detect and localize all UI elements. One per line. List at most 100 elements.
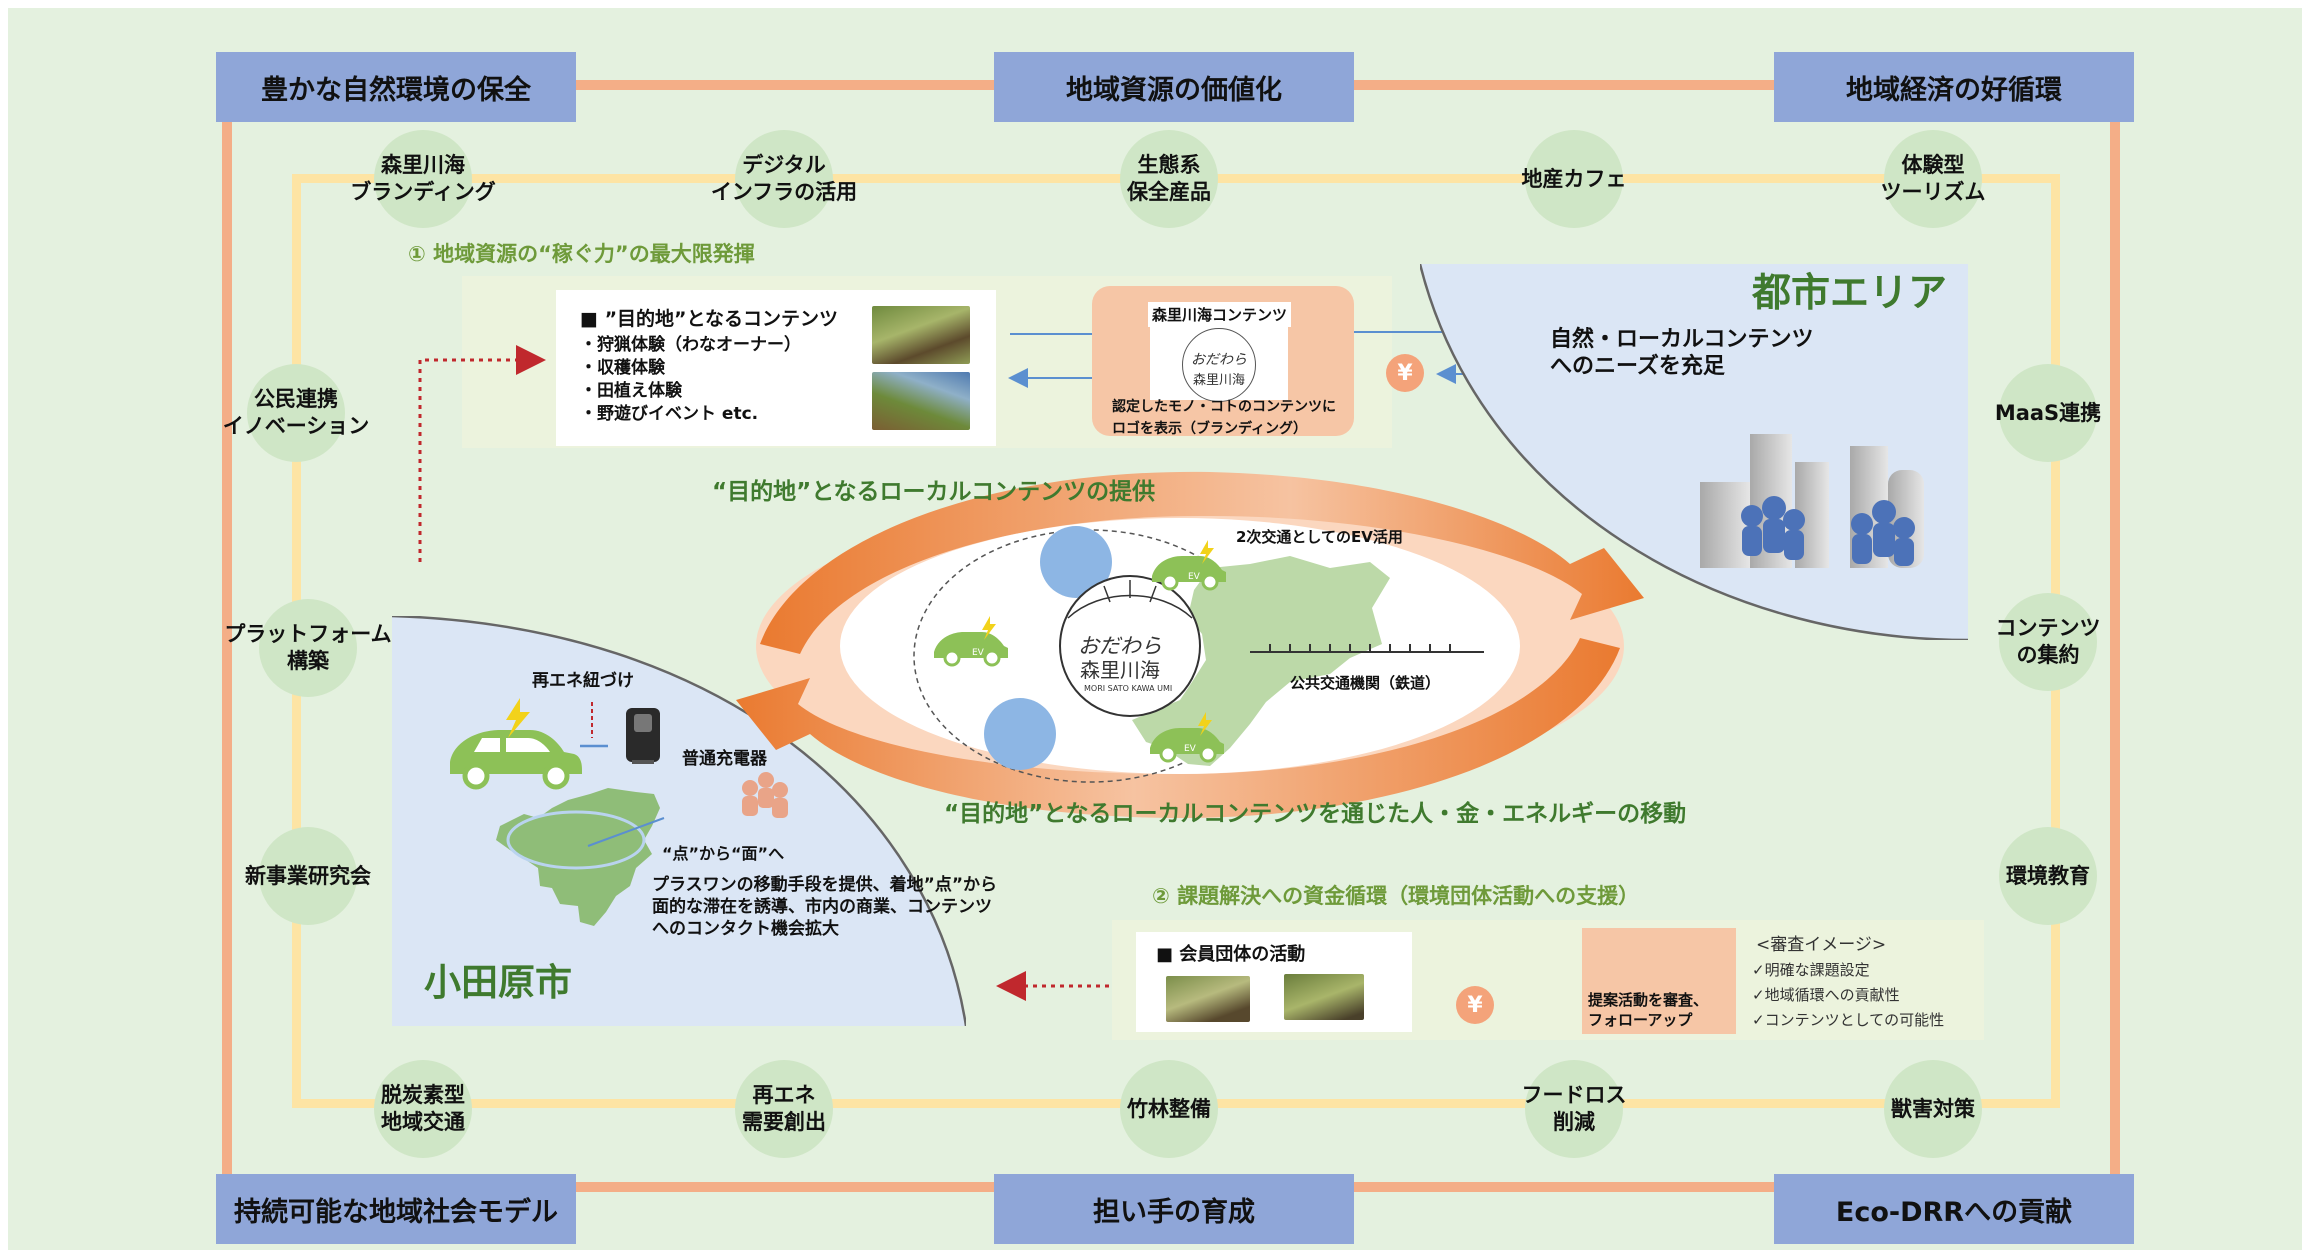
station-blue-dot-top: [1040, 526, 1112, 598]
content-item: ・狩猟体験（わなオーナー）: [580, 335, 801, 355]
content-item: ・野遊びイベント etc.: [580, 404, 759, 424]
circle-label: プラットフォーム 構築: [224, 622, 392, 673]
central-brand-logo: [1059, 575, 1201, 717]
ev-usage-label: 2次交通としてのEV活用: [1236, 528, 1403, 546]
circle-label: 生態系 保全産品: [1127, 153, 1211, 204]
hunting-photo: [872, 306, 970, 364]
circle-label: 森里川海 ブランディング: [350, 153, 496, 204]
member-activity-title: ■ 会員団体の活動: [1156, 944, 1306, 965]
circle-top-5: 体験型 ツーリズム: [1881, 130, 1986, 228]
ev-badge-left: EV: [972, 648, 984, 658]
logo-box-title: 森里川海コンテンツ: [1148, 302, 1292, 327]
ev-car-icon-left: [934, 616, 1008, 667]
charger-icon: [626, 708, 660, 764]
circle-bottom-5: 獣害対策: [1884, 1060, 1982, 1158]
yen-icon: ¥: [1386, 354, 1424, 392]
central-logo-sub: MORI SATO KAWA UMI: [1084, 684, 1173, 693]
yen-icon-2: ¥: [1456, 986, 1494, 1024]
circle-label: フードロス 削減: [1521, 1083, 1627, 1134]
corner-box-top-center: 地域資源の価値化: [994, 52, 1354, 122]
content-item: ・田植え体験: [580, 381, 682, 401]
content-item: ・収穫体験: [580, 358, 665, 378]
urban-description: 自然・ローカルコンテンツ へのニーズを充足: [1550, 327, 1814, 379]
odawara-map-icon: [496, 788, 660, 926]
cycle-arrow-top: [760, 471, 1644, 654]
circle-left-3: 新事業研究会: [245, 827, 371, 925]
destination-content-title: ■ ”目的地”となるコンテンツ: [580, 308, 838, 330]
ev-badge-bottom: EV: [1184, 744, 1196, 754]
circle-label: 再エネ 需要創出: [742, 1083, 826, 1134]
circle-bottom-4: フードロス 削減: [1522, 1060, 1627, 1158]
circle-label: 体験型 ツーリズム: [1880, 153, 1986, 204]
section1-heading: ① 地域資源の“稼ぐ力”の最大限発揮: [408, 242, 755, 266]
review-box-text: 提案活動を審査、 フォローアップ: [1588, 991, 1709, 1029]
circle-label: コンテンツ の集約: [1995, 616, 2101, 667]
circle-bottom-2: 再エネ 需要創出: [735, 1060, 833, 1158]
review-criterion: ✓コンテンツとしての可能性: [1752, 1011, 1945, 1029]
review-criterion: ✓地域循環への貢献性: [1752, 986, 1900, 1004]
rice-planting-photo: [872, 372, 970, 430]
small-brand-logo: おだわら 森里川海: [1182, 328, 1256, 402]
railway-ticks: [1269, 644, 1451, 652]
urban-title: 都市エリア: [1752, 271, 1948, 316]
circle-bottom-3: 竹林整備: [1120, 1060, 1218, 1158]
corner-box-top-right: 地域経済の好循環: [1774, 52, 2134, 122]
odawara-description: プラスワンの移動手段を提供、着地”点”から 面的な滞在を誘導、市内の商業、コンテ…: [652, 875, 998, 939]
activity-photo-1: [1166, 976, 1250, 1022]
urban-area: [1420, 264, 1968, 640]
corner-box-bottom-right: Eco-DRRへの貢献: [1774, 1174, 2134, 1244]
circle-label: MaaS連携: [1994, 400, 2102, 425]
cycle-top-label: “目的地”となるローカルコンテンツの提供: [712, 479, 1156, 505]
circle-left-2: プラットフォーム 構築: [224, 599, 392, 697]
small-logo-line2: 森里川海: [1192, 373, 1245, 388]
circle-top-4: 地産カフェ: [1522, 130, 1627, 228]
review-image-header: <審査イメージ>: [1756, 935, 1887, 955]
logo-caption: 認定したモノ・コトのコンテンツに ロゴを表示（ブランディング）: [1112, 399, 1336, 437]
destination-content-box: ■ ”目的地”となるコンテンツ ・狩猟体験（わなオーナー） ・収穫体験 ・田植え…: [556, 290, 996, 446]
review-criterion: ✓明確な課題設定: [1752, 961, 1870, 979]
review-criteria-list: ✓明確な課題設定 ✓地域循環への貢献性 ✓コンテンツとしての可能性: [1752, 958, 1944, 1033]
section2-heading: ② 課題解決への資金循環（環境団体活動への支援）: [1152, 884, 1640, 908]
corner-box-top-left: 豊かな自然環境の保全: [216, 52, 576, 122]
circle-label: 獣害対策: [1891, 1096, 1975, 1121]
content-list: ・狩猟体験（わなオーナー） ・収穫体験 ・田植え体験 ・野遊びイベント etc.: [580, 334, 801, 426]
station-blue-dot-bottom: [984, 698, 1056, 770]
circle-label: 竹林整備: [1127, 1096, 1211, 1121]
circle-label: 脱炭素型 地域交通: [381, 1083, 465, 1134]
central-cycle: [736, 471, 1644, 819]
circle-right-1: MaaS連携: [1995, 364, 2101, 462]
corner-box-bottom-left: 持続可能な地域社会モデル: [216, 1174, 576, 1244]
charger-label: 普通充電器: [682, 749, 767, 769]
circle-label: 公民連携 イノベーション: [222, 387, 370, 438]
people-icon: [742, 772, 788, 818]
circle-left-1: 公民連携 イノベーション: [223, 364, 369, 462]
railway-label: 公共交通機関（鉄道）: [1290, 674, 1441, 692]
central-logo-line1: おだわら: [1078, 634, 1162, 658]
odawara-icons: [450, 698, 788, 926]
ev-car-icon-top: [1152, 540, 1226, 591]
central-map-shape: [1132, 556, 1390, 766]
yen-symbol: ¥: [1397, 360, 1413, 386]
corner-box-bottom-center: 担い手の育成: [994, 1174, 1354, 1244]
city-buildings-icon: [1700, 434, 1924, 568]
renewable-link-label: 再エネ紐づけ: [532, 671, 634, 691]
yen-symbol: ¥: [1467, 992, 1483, 1018]
circle-label: デジタル インフラの活用: [710, 153, 858, 204]
review-box: 提案活動を審査、 フォローアップ: [1582, 928, 1736, 1034]
circle-label: 環境教育: [2006, 863, 2090, 888]
circle-top-2: デジタル インフラの活用: [711, 130, 857, 228]
circle-top-1: 森里川海 ブランディング: [350, 130, 496, 228]
activity-photo-2: [1284, 974, 1364, 1020]
logo-content-box: 森里川海コンテンツ おだわら 森里川海 認定したモノ・コトのコンテンツに ロゴを…: [1092, 286, 1354, 437]
circle-label: 地産カフェ: [1521, 166, 1627, 191]
circle-right-3: 環境教育: [1999, 827, 2097, 925]
circle-bottom-1: 脱炭素型 地域交通: [374, 1060, 472, 1158]
red-dotted-connector-top: [418, 345, 546, 562]
cycle-bottom-label: “目的地”となるローカルコンテンツを通じた人・金・エネルギーの移動: [944, 801, 1687, 827]
cycle-arrow-bottom: [736, 638, 1620, 819]
central-logo-line2: 森里川海: [1080, 658, 1160, 682]
ev-car-icon: [450, 698, 582, 790]
point-to-area-arrow: [587, 817, 665, 847]
small-logo-line1: おだわら: [1191, 352, 1247, 368]
